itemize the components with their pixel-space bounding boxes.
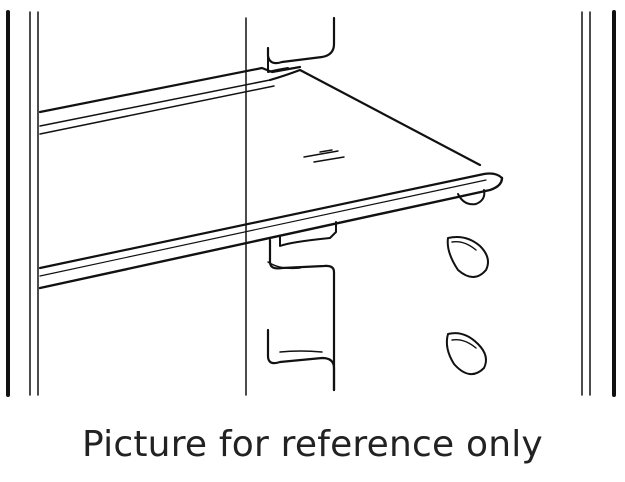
rear-bracket-lower: [266, 328, 336, 392]
shelf-knob-bottom: [445, 332, 487, 375]
rear-bracket-lower-inner: [279, 350, 323, 353]
shelf-knob-bottom-face: [451, 338, 477, 349]
rear-bracket-inner: [279, 221, 337, 247]
shelf-front-middle: [39, 179, 487, 277]
shelf-back-rim: [268, 68, 482, 167]
caption: Picture for reference only: [82, 424, 543, 465]
shelf-back-edge-inner: [39, 85, 275, 135]
shelf-front-top: [38, 172, 504, 270]
shelf-knob-top: [457, 189, 486, 206]
glass-glare: [303, 150, 339, 158]
rear-bracket: [268, 238, 336, 392]
shelf-illustration: [6, 10, 616, 397]
shelf-back-edge-inner: [39, 79, 271, 127]
shelf-back-edge: [38, 65, 302, 114]
shelf-knob-middle-face: [451, 240, 477, 251]
upper-rail: [266, 16, 336, 65]
shelf-knob-middle: [446, 236, 489, 278]
glass-glare: [319, 149, 333, 153]
rear-bracket-tab: [267, 261, 301, 270]
shelf-front-bottom: [38, 176, 504, 290]
glass-glare: [313, 156, 345, 163]
